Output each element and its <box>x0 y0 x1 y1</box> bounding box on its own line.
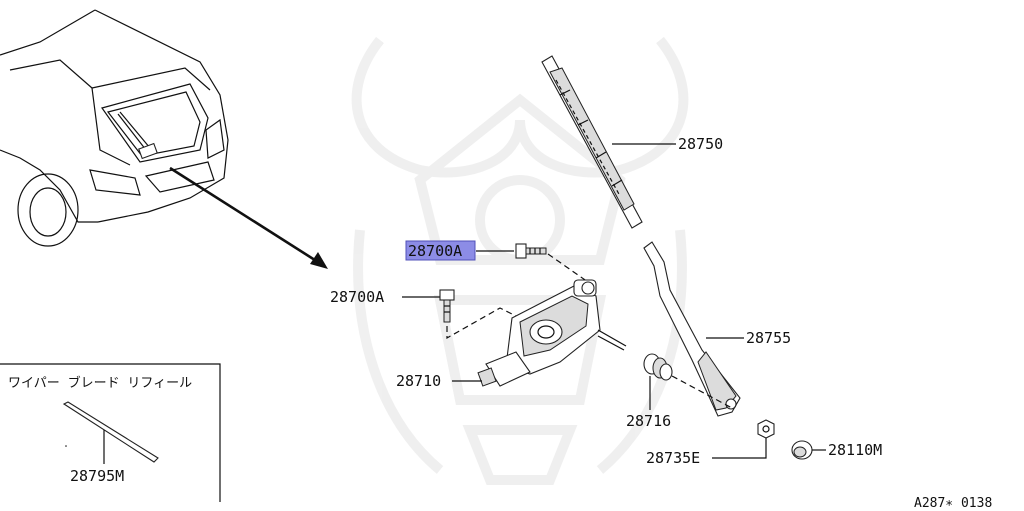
pointer-arrow <box>169 166 328 269</box>
nut-part <box>757 419 775 439</box>
part-label-motor[interactable]: 28710 <box>396 372 441 390</box>
wiper-blade-part <box>541 55 643 229</box>
leader-nut <box>712 438 767 459</box>
refill-inset-box: ワイパー ブレード リフィール 28795M <box>0 363 221 502</box>
wiper-motor-part <box>477 279 627 387</box>
grommet-part <box>643 353 673 381</box>
part-label-arm[interactable]: 28755 <box>746 329 791 347</box>
part-label-bolt-upper[interactable]: 28700A <box>408 242 462 260</box>
part-label-grommet[interactable]: 28716 <box>626 412 671 430</box>
dashed-guide-upper <box>547 253 589 283</box>
part-label-bolt-lower[interactable]: 28700A <box>330 288 384 306</box>
dashed-guide-grommet <box>671 375 733 409</box>
bolt-upper-part <box>515 243 547 259</box>
cap-part <box>791 440 813 460</box>
dashed-guide-lower <box>446 307 517 340</box>
illustration-code: A287∗ 0138 <box>914 496 992 511</box>
refill-box-title: ワイパー ブレード リフィール <box>8 375 192 391</box>
part-label-cap[interactable]: 28110M <box>828 441 882 459</box>
part-label-nut[interactable]: 28735E <box>646 449 700 467</box>
part-label-blade[interactable]: 28750 <box>678 135 723 153</box>
highlight-box <box>405 240 476 261</box>
car-rear-illustration <box>0 9 229 247</box>
bolt-lower-part <box>439 289 455 323</box>
part-label-refill[interactable]: 28795M <box>70 467 124 485</box>
